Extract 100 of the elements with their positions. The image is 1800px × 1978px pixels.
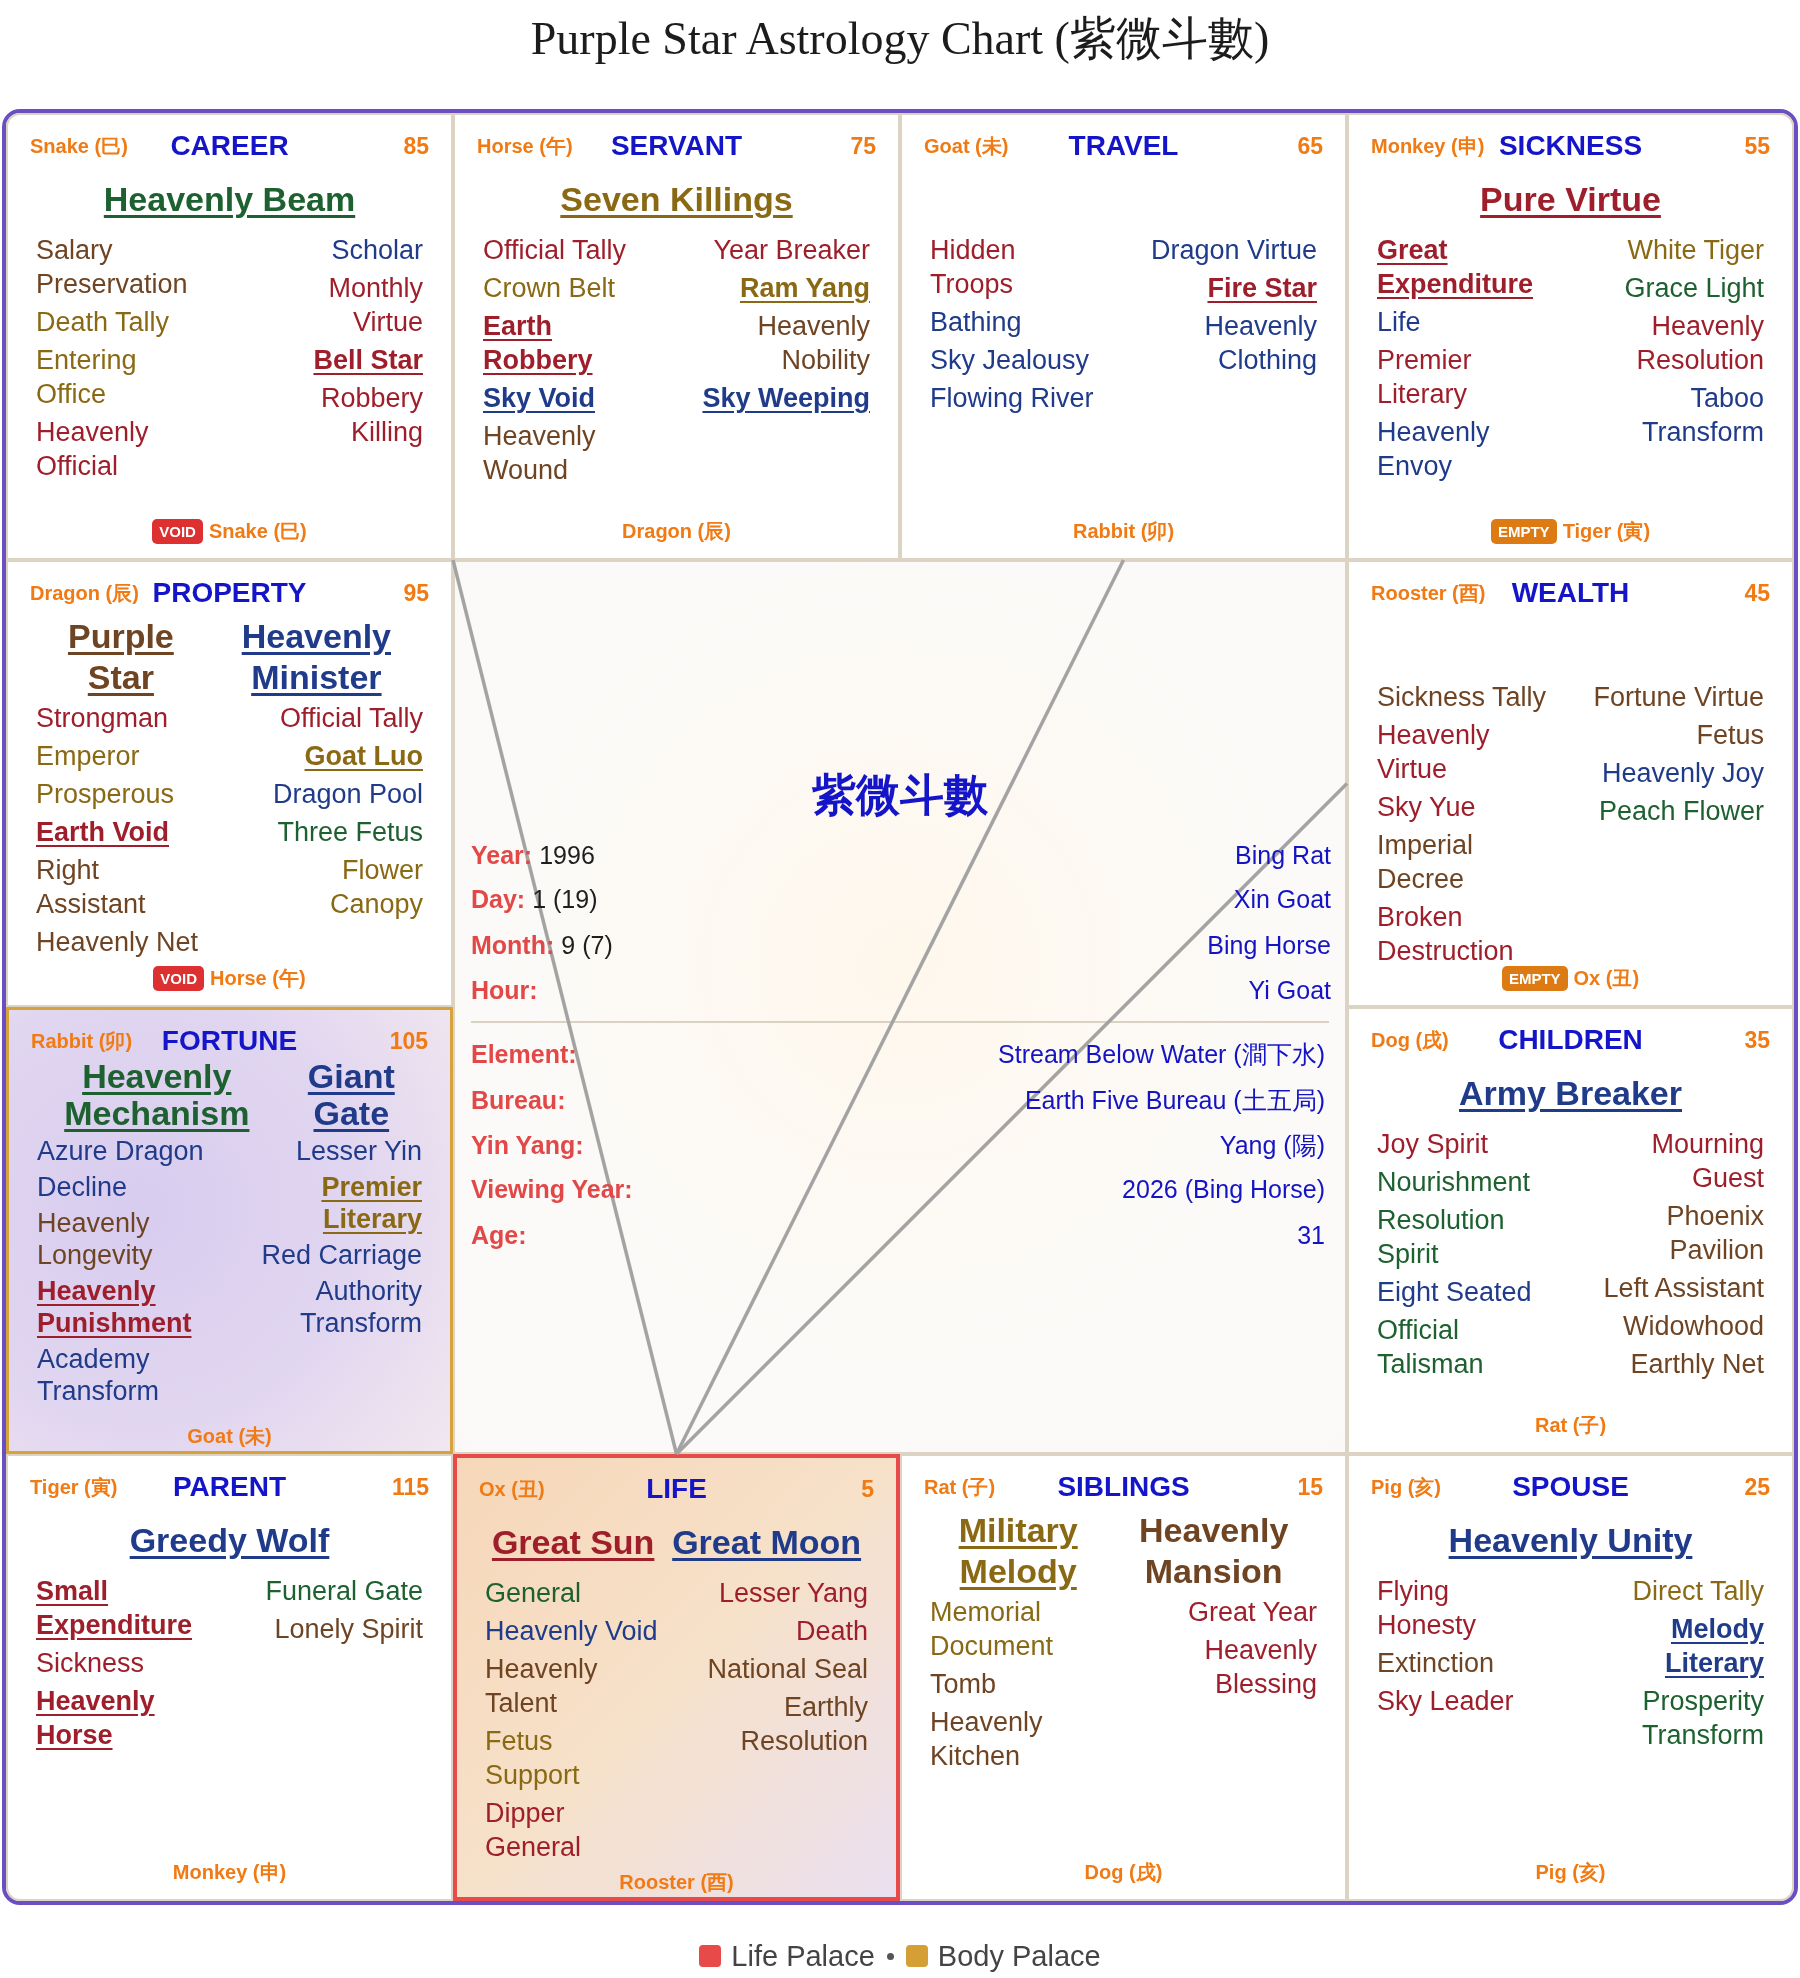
minor-star-name: Resolution Spirit [1377,1204,1505,1271]
minor-star-name: Imperial Decree [1377,829,1474,896]
minor-star-name: Heavenly Horse [36,1685,155,1752]
major-star-name: Seven Killings [560,179,793,221]
minor-star-name: Heavenly Wound [483,420,596,487]
minor-star-name: Fetus Support [485,1725,580,1792]
minor-star-name: Official Tally [483,234,627,267]
minor-star-name: Tomb [930,1667,997,1701]
minor-star-name: Crown Belt [483,272,616,305]
minor-star-name: Grace Light [1624,272,1764,305]
info-value: 2026 (Bing Horse) [1122,1174,1325,1205]
minor-star-name: Heavenly Virtue [1377,719,1490,786]
info-label: Bureau: [471,1085,566,1116]
major-star-name: Army Breaker [1459,1073,1682,1115]
minor-star-name: Scholar [331,234,423,267]
connector-line [451,559,679,1455]
branch-label: Goat (未) [924,134,1009,159]
info-value: Xin Goat [1233,884,1331,915]
palace-number: 65 [1297,132,1323,160]
info-value: 1 (19) [532,884,598,915]
minor-star-name: Authority Transform [300,1274,422,1339]
branch-label: Monkey (申) [1371,134,1485,159]
minor-star-name: Entering Office [36,344,137,411]
minor-star-name: Heavenly Clothing [1204,310,1317,377]
minor-star-name: Heavenly Envoy [1377,416,1490,483]
palace-name: FORTUNE [161,1025,298,1057]
minor-star-name: National Seal [707,1653,868,1686]
minor-star-name: Life [1377,306,1421,339]
info-label: Viewing Year: [471,1174,633,1205]
minor-star-name: Official Tally [279,701,423,735]
major-star-name: Heavenly Unity [1448,1520,1693,1562]
info-value: 31 [1297,1220,1325,1251]
minor-star-name: Great Year [1187,1595,1317,1629]
minor-star-name: Lonely Spirit [274,1613,423,1646]
minor-star-name: Salary Preservation [36,234,188,301]
info-label: Element: [471,1039,577,1070]
minor-star-name: Heavenly Nobility [757,310,870,377]
branch-label: Ox (丑) [479,1477,545,1502]
major-star-name: Giant Gate [307,1058,395,1133]
palace-cell [6,113,453,560]
palace-name: CHILDREN [1498,1024,1643,1056]
palace-number: 45 [1744,579,1770,607]
info-value: 9 (7) [561,930,613,961]
minor-star-name: Azure Dragon [37,1134,204,1167]
minor-star-name: Prosperity Transform [1642,1685,1764,1752]
minor-star-name: Heavenly Longevity [37,1206,153,1271]
minor-star-name: Heavenly Blessing [1204,1633,1317,1701]
minor-star-name: General [485,1577,582,1610]
minor-star-name: Decline [37,1170,128,1203]
minor-star-name: Peach Flower [1598,795,1764,828]
palace-number: 105 [389,1027,428,1055]
info-value: Earth Five Bureau (土五局) [1024,1085,1325,1116]
minor-star-name: Red Carriage [261,1238,422,1271]
minor-star-name: Premier Literary [321,1170,422,1235]
minor-star-name: Dipper General [485,1797,582,1864]
palace-name: SIBLINGS [1057,1471,1190,1503]
major-star-name: Military Melody [958,1510,1078,1593]
minor-star-name: Great Expenditure [1377,234,1533,301]
minor-star-name: Heavenly Void [485,1615,658,1648]
minor-star-name: Academy Transform [37,1342,159,1407]
palace-number: 35 [1744,1026,1770,1054]
branch-label: Rat (子) [1534,1413,1607,1438]
minor-star-name: Right Assistant [36,853,146,921]
branch-label: Pig (亥) [1371,1475,1441,1500]
info-label: Month: [471,930,555,961]
minor-star-name: Heavenly Talent [485,1653,598,1720]
major-star-name: Great Sun [491,1522,655,1564]
minor-star-name: Heavenly Punishment [37,1274,192,1339]
palace-cell [900,1454,1347,1901]
major-star-name: Heavenly Beam [103,179,356,221]
info-value: Stream Below Water (澗下水) [998,1039,1325,1070]
minor-star-name: Mourning Guest [1651,1128,1764,1195]
minor-star-name: Sky Weeping [702,382,870,415]
minor-star-name: Eight Seated [1377,1276,1532,1309]
minor-star-name: White Tiger [1627,234,1764,267]
minor-star-name: Emperor [36,739,140,773]
info-label: Yin Yang: [471,1130,584,1161]
major-star-name: Greedy Wolf [129,1520,330,1562]
branch-label: Rooster (酉) [1371,581,1486,606]
palace-cell [1347,1454,1794,1901]
status-badge: VOID [152,518,203,544]
info-value: Bing Rat [1235,840,1331,871]
palace-number: 75 [850,132,876,160]
palace-cell [1347,113,1794,560]
palace-number: 5 [861,1475,874,1503]
palace-cell [6,560,453,1007]
branch-label: Pig (亥) [1535,1860,1606,1885]
major-star-name: Heavenly Minister [241,616,391,699]
minor-star-name: Melody Literary [1664,1613,1764,1680]
minor-star-name: Dragon Pool [272,777,423,811]
palace-cell [453,1454,900,1901]
branch-label: Snake (巳) [30,134,128,159]
palace-name: WEALTH [1511,577,1630,609]
major-star-name: Heavenly Mechanism [64,1058,250,1133]
minor-star-name: Year Breaker [713,234,870,267]
major-star-name: Purple Star [67,616,174,699]
info-label: Day: [471,884,526,915]
minor-star-name: Direct Tally [1632,1575,1764,1608]
minor-star-name: Monthly Virtue [328,272,423,339]
minor-star-name: Lesser Yin [295,1134,422,1167]
